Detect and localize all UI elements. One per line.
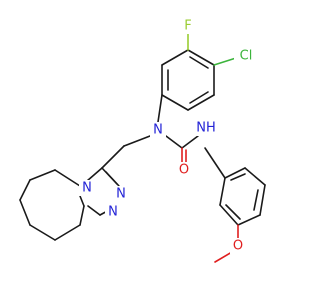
triazole-nitrogen-1-label: N: [82, 181, 92, 196]
methoxyphenyl-ring: [204, 147, 266, 226]
atom-label-n-triazole-2: N: [113, 186, 129, 202]
triazole-ring: [79, 145, 125, 216]
atom-label-n-amide: N: [150, 122, 166, 138]
o-methyl-bond: [214, 251, 233, 263]
fluorine-label: F: [184, 19, 191, 34]
triazole-nitrogen-2-label: N: [116, 187, 126, 202]
atom-label-n-triazole-3: N: [105, 204, 121, 220]
triazole-nitrogen-3-label: N: [108, 205, 118, 220]
carbonyl-oxygen-label: O: [179, 163, 189, 178]
azepane-ring: [19, 169, 85, 241]
aryl-n-bond: [157, 94, 163, 123]
atom-label-cl: Cl: [234, 48, 258, 64]
methoxy-oxygen-label: O: [233, 239, 243, 254]
amide-nitrogen-label: N: [153, 123, 163, 138]
chlorine-label: Cl: [240, 49, 253, 64]
chlorofluorophenyl-ring: [161, 49, 215, 111]
atom-label-n-triazole-1: N: [79, 180, 95, 196]
atom-label-o-methoxy: O: [230, 238, 246, 254]
atom-label-f: F: [180, 18, 196, 34]
atom-label-nh: NH: [194, 120, 218, 136]
atom-label-o-carbonyl: O: [176, 162, 192, 178]
molecule-canvas: F Cl N NH O N N N O: [19, 18, 266, 263]
nh-label: NH: [196, 121, 216, 136]
molecule-structure: F Cl N NH O N N N O: [19, 18, 266, 263]
c-cl-bond: [213, 57, 237, 66]
